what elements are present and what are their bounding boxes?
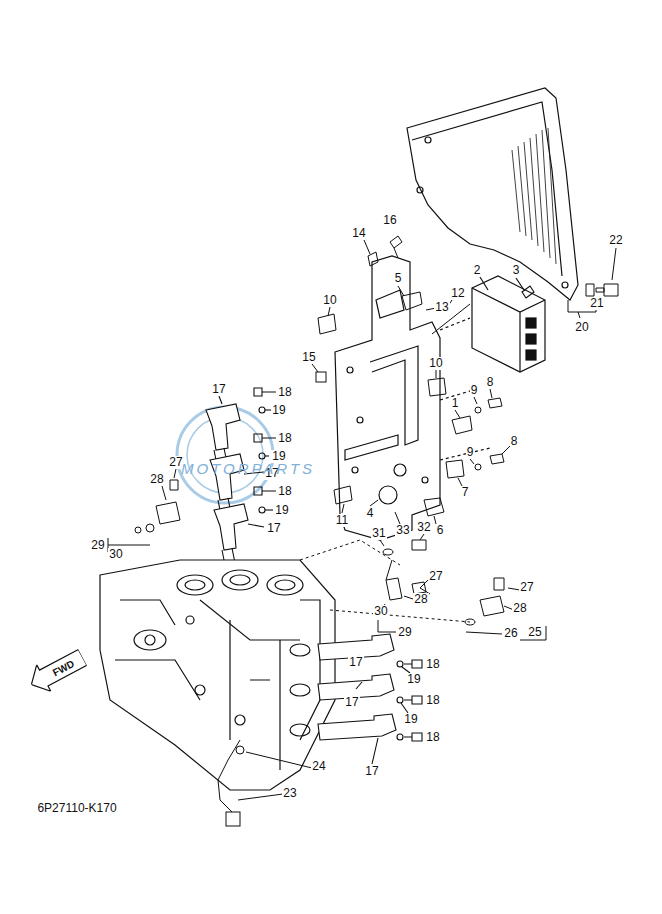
callout-number: 22 — [608, 234, 623, 247]
wire-sensor — [218, 740, 312, 826]
callout-number: 26 — [503, 627, 518, 640]
engine-block — [100, 560, 335, 790]
callout-number: 31 — [371, 527, 386, 540]
callout-number: 9 — [470, 384, 479, 397]
cover-fasteners — [568, 248, 618, 318]
callout-number: 21 — [589, 297, 604, 310]
callout-number: 27 — [519, 581, 534, 594]
callout-number: 17 — [348, 656, 363, 669]
callout-number: 2 — [473, 264, 482, 277]
callout-number: 1 — [451, 397, 460, 410]
callout-number: 19 — [271, 404, 286, 417]
callout-number: 12 — [450, 287, 465, 300]
ignition-coils-right — [318, 634, 422, 764]
callout-number: 25 — [527, 626, 542, 639]
callout-number: 33 — [395, 524, 410, 537]
callout-number: 13 — [434, 301, 449, 314]
sensor-right — [300, 540, 546, 640]
callout-number: 18 — [277, 386, 292, 399]
callout-number: 17 — [364, 765, 379, 778]
callout-number: 28 — [512, 602, 527, 615]
callout-number: 29 — [397, 626, 412, 639]
callout-number: 10 — [322, 294, 337, 307]
callout-number: 30 — [373, 605, 388, 618]
callout-number: 3 — [512, 264, 521, 277]
callout-number: 8 — [510, 435, 519, 448]
callout-number: 7 — [461, 486, 470, 499]
callout-number: 28 — [413, 593, 428, 606]
callout-number: 8 — [486, 376, 495, 389]
callout-number: 18 — [277, 485, 292, 498]
callout-number: 5 — [394, 272, 403, 285]
callout-number: 30 — [108, 548, 123, 561]
callout-number: 9 — [466, 446, 475, 459]
watermark: MOTORPARTS — [181, 460, 315, 477]
sensor-left — [108, 469, 180, 554]
callout-number: 4 — [366, 507, 375, 520]
callout-number: 23 — [282, 787, 297, 800]
callout-number: 32 — [416, 521, 431, 534]
callout-number: 19 — [403, 713, 418, 726]
callout-number: 18 — [277, 432, 292, 445]
callout-number: 15 — [301, 351, 316, 364]
callout-number: 29 — [90, 539, 105, 552]
callout-number: 19 — [406, 673, 421, 686]
callout-number: 17 — [344, 696, 359, 709]
callout-number: 11 — [335, 514, 349, 527]
callout-number: 17 — [266, 522, 281, 535]
callout-number: 18 — [425, 658, 440, 671]
callout-number: 19 — [274, 504, 289, 517]
callout-number: 27 — [428, 570, 443, 583]
direction-arrow: FWD — [24, 644, 89, 698]
callout-number: 6 — [436, 524, 445, 537]
callout-number: 28 — [149, 473, 164, 486]
callout-number: 17 — [211, 383, 226, 396]
control-unit — [472, 276, 545, 372]
callout-number: 14 — [351, 227, 366, 240]
callout-number: 20 — [574, 321, 589, 334]
diagram-code: 6P27110-K170 — [36, 802, 117, 815]
callout-number: 16 — [382, 214, 397, 227]
bracket-parts — [312, 236, 510, 555]
callout-number: 10 — [428, 357, 443, 370]
mounting-bracket — [335, 256, 490, 540]
callout-number: 24 — [311, 760, 326, 773]
callout-number: 18 — [425, 731, 440, 744]
engine-cover — [407, 88, 578, 300]
callout-number: 18 — [425, 694, 440, 707]
